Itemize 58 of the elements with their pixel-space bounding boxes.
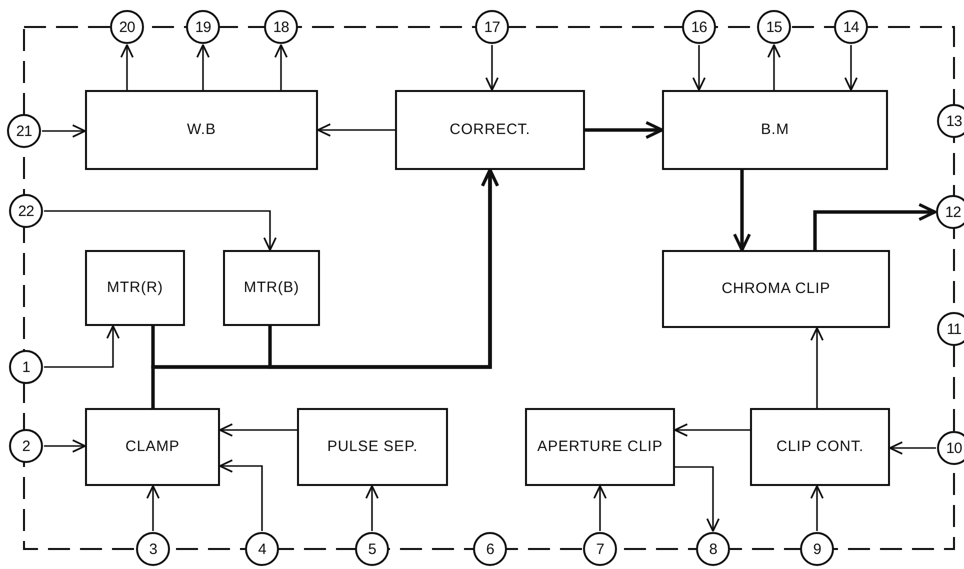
pin-circle: 9 [800, 532, 834, 566]
arrow [889, 441, 936, 455]
block-box: CLIP CONT. [750, 408, 890, 486]
pin-circle: 8 [696, 532, 730, 566]
arrow [44, 325, 120, 368]
block-box: MTR(B) [223, 250, 320, 326]
pin-circle: 14 [834, 10, 868, 44]
pin-circle: 3 [136, 532, 170, 566]
arrow [365, 485, 379, 531]
pin-circle: 10 [937, 431, 964, 465]
arrow [813, 203, 936, 250]
arrow [44, 210, 277, 251]
arrow [674, 423, 750, 437]
pin-circle: 6 [473, 532, 507, 566]
arrow [733, 170, 751, 252]
pin-circle: 1 [9, 350, 43, 384]
block-box: W.B [85, 90, 318, 170]
pin-circle: 2 [9, 429, 43, 463]
block-box: CHROMA CLIP [662, 250, 890, 328]
pin-circle: 4 [245, 532, 279, 566]
arrow [767, 44, 781, 90]
arrow [593, 485, 607, 531]
pin-circle: 5 [355, 532, 389, 566]
arrow [317, 123, 395, 137]
arrow [844, 45, 858, 91]
pin-circle: 17 [475, 10, 509, 44]
pin-circle: 13 [937, 104, 964, 138]
arrow [675, 466, 720, 532]
block-box: APERTURE CLIP [525, 408, 675, 486]
arrow [219, 423, 297, 437]
block-box: CLAMP [85, 408, 220, 486]
block-box: PULSE SEP. [297, 408, 448, 486]
arrow [485, 45, 499, 91]
arrow [274, 44, 288, 90]
arrow [810, 327, 824, 408]
block-box: B.M [662, 90, 888, 170]
arrow [146, 485, 160, 531]
block-box: CORRECT. [395, 90, 585, 170]
arrow [585, 121, 664, 139]
arrow [196, 44, 210, 90]
pin-circle: 22 [9, 194, 43, 228]
pin-circle: 7 [583, 532, 617, 566]
pin-circle: 11 [937, 312, 964, 346]
pin-circle: 15 [757, 10, 791, 44]
arrow [42, 124, 86, 138]
arrow [44, 439, 86, 453]
pin-circle: 12 [936, 195, 964, 229]
pin-circle: 20 [110, 10, 144, 44]
arrow [692, 45, 706, 91]
pin-circle: 19 [186, 10, 220, 44]
arrow [151, 168, 499, 408]
pin-circle: 18 [264, 10, 298, 44]
block-box: MTR(R) [85, 250, 185, 326]
arrow [810, 485, 824, 531]
arrow [219, 459, 263, 531]
arrow [120, 44, 134, 90]
pin-circle: 21 [7, 114, 41, 148]
pin-circle: 16 [682, 10, 716, 44]
